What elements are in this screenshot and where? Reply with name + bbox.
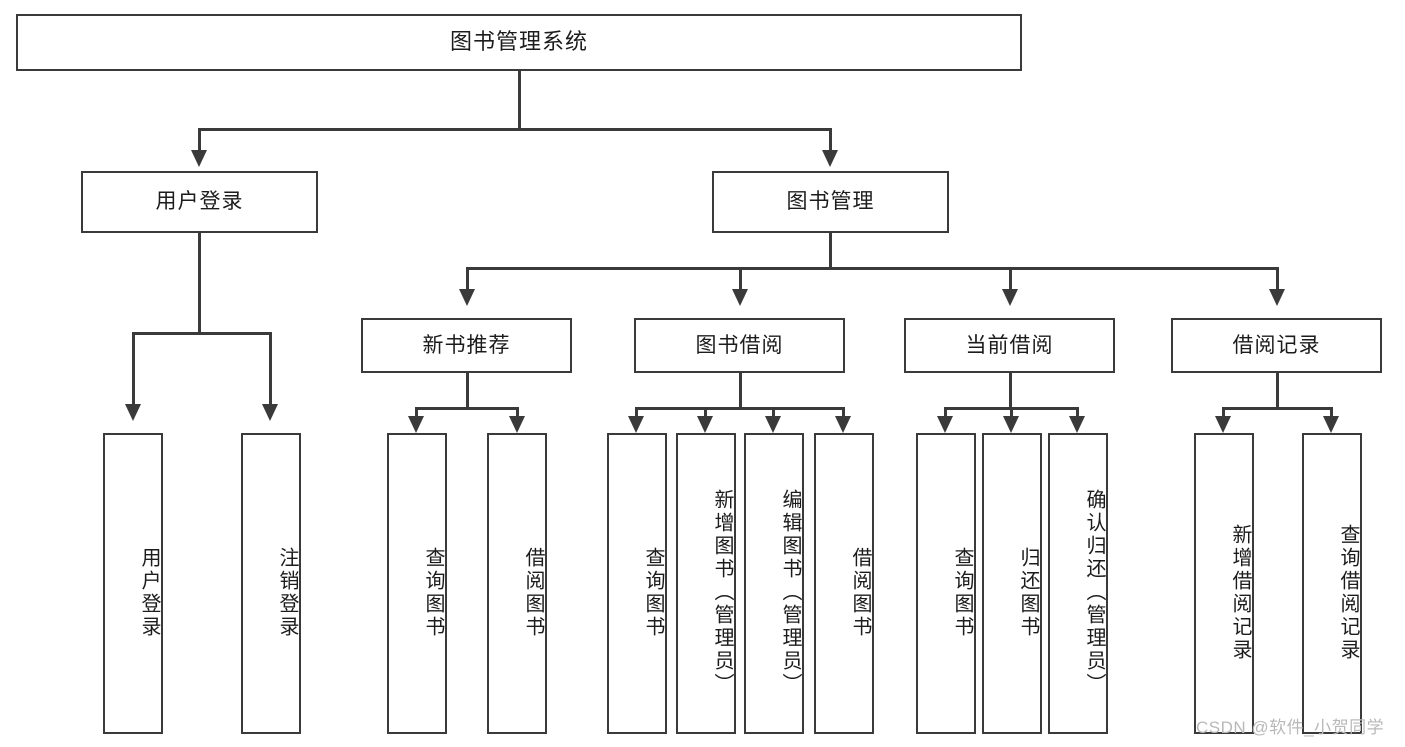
- connector-drop-leaf-3: [516, 407, 519, 419]
- leaf-label: 查询借阅记录: [1337, 523, 1359, 662]
- connector-drop-leaf-5: [704, 407, 707, 419]
- connector-drop-leaf-4: [635, 407, 638, 419]
- node-borrow-record[interactable]: 借阅记录: [1171, 318, 1382, 373]
- connector-book-borrow-bus: [635, 407, 844, 410]
- leaf-query-book-current[interactable]: 查询图书: [916, 433, 976, 734]
- leaf-label: 新增借阅记录: [1229, 523, 1251, 662]
- arrow-leaf-4: [628, 416, 644, 433]
- connector-drop-current-borrow: [1009, 267, 1012, 292]
- connector-book-borrow-stem: [739, 373, 742, 409]
- leaf-logout[interactable]: 注销登录: [241, 433, 301, 734]
- leaf-label: 查询图书: [951, 546, 973, 639]
- leaf-borrow-book-newbooks[interactable]: 借阅图书: [487, 433, 547, 734]
- connector-current-borrow-stem: [1009, 373, 1012, 409]
- leaf-label: 注销登录: [276, 546, 298, 639]
- arrow-leaf-11: [1215, 416, 1231, 433]
- leaf-label: 借阅图书: [522, 546, 544, 639]
- connector-drop-leaf-0: [132, 332, 135, 407]
- arrow-leaf-0: [125, 404, 141, 421]
- leaf-add-borrow-record[interactable]: 新增借阅记录: [1194, 433, 1254, 734]
- node-book-borrow[interactable]: 图书借阅: [634, 318, 845, 373]
- arrow-new-books: [459, 289, 475, 306]
- connector-user-login-stem: [198, 233, 201, 334]
- connector-drop-leaf-9: [1010, 407, 1013, 419]
- arrow-leaf-6: [765, 416, 781, 433]
- connector-drop-user-login: [198, 128, 201, 153]
- arrow-leaf-1: [262, 404, 278, 421]
- arrow-user-login: [191, 150, 207, 167]
- node-current-borrow[interactable]: 当前借阅: [904, 318, 1115, 373]
- connector-drop-book-borrow: [739, 267, 742, 292]
- connector-drop-leaf-1: [269, 332, 272, 407]
- connector-drop-new-books: [466, 267, 469, 292]
- leaf-query-borrow-record[interactable]: 查询借阅记录: [1302, 433, 1362, 734]
- arrow-leaf-9: [1003, 416, 1019, 433]
- connector-root-stem: [518, 71, 521, 130]
- node-new-book-recommend[interactable]: 新书推荐: [361, 318, 572, 373]
- connector-drop-leaf-12: [1330, 407, 1333, 419]
- leaf-label: 编辑图书（管理员）: [779, 489, 801, 696]
- arrow-leaf-10: [1069, 416, 1085, 433]
- connector-level2-bus: [198, 128, 831, 131]
- arrow-book-borrow: [732, 289, 748, 306]
- connector-new-books-stem: [466, 373, 469, 409]
- connector-drop-leaf-11: [1222, 407, 1225, 419]
- connector-user-login-bus: [132, 332, 271, 335]
- leaf-label: 查询图书: [422, 546, 444, 639]
- connector-drop-leaf-10: [1076, 407, 1079, 419]
- node-book-management[interactable]: 图书管理: [712, 171, 949, 233]
- connector-drop-leaf-7: [842, 407, 845, 419]
- arrow-leaf-5: [697, 416, 713, 433]
- connector-new-books-bus: [415, 407, 518, 410]
- connector-level3-bus: [466, 267, 1276, 270]
- leaf-user-login[interactable]: 用户登录: [103, 433, 163, 734]
- connector-book-mgmt-stem: [829, 233, 832, 269]
- leaf-label: 借阅图书: [849, 546, 871, 639]
- connector-drop-leaf-6: [772, 407, 775, 419]
- node-user-login[interactable]: 用户登录: [81, 171, 318, 233]
- connector-drop-borrow-record: [1276, 267, 1279, 292]
- leaf-query-book-newbooks[interactable]: 查询图书: [387, 433, 447, 734]
- leaf-query-book-borrow[interactable]: 查询图书: [607, 433, 667, 734]
- leaf-edit-book-admin[interactable]: 编辑图书（管理员）: [744, 433, 804, 734]
- arrow-leaf-12: [1323, 416, 1339, 433]
- arrow-leaf-8: [937, 416, 953, 433]
- arrow-leaf-3: [509, 416, 525, 433]
- connector-drop-leaf-2: [415, 407, 418, 419]
- arrow-borrow-record: [1269, 289, 1285, 306]
- connector-drop-book-mgmt: [829, 128, 832, 153]
- watermark-text: CSDN @软件_小贺同学: [1196, 718, 1385, 737]
- leaf-label: 新增图书（管理员）: [711, 489, 733, 696]
- node-root-system[interactable]: 图书管理系统: [16, 14, 1022, 71]
- arrow-current-borrow: [1002, 289, 1018, 306]
- arrow-book-mgmt: [822, 150, 838, 167]
- leaf-return-book[interactable]: 归还图书: [982, 433, 1042, 734]
- leaf-add-book-admin[interactable]: 新增图书（管理员）: [676, 433, 736, 734]
- arrow-leaf-2: [408, 416, 424, 433]
- leaf-label: 用户登录: [138, 546, 160, 639]
- leaf-borrow-book[interactable]: 借阅图书: [814, 433, 874, 734]
- leaf-confirm-return-admin[interactable]: 确认归还（管理员）: [1048, 433, 1108, 734]
- connector-borrow-record-stem: [1276, 373, 1279, 409]
- arrow-leaf-7: [835, 416, 851, 433]
- leaf-label: 查询图书: [642, 546, 664, 639]
- leaf-label: 归还图书: [1017, 546, 1039, 639]
- leaf-label: 确认归还（管理员）: [1083, 489, 1105, 696]
- connector-borrow-record-bus: [1222, 407, 1332, 410]
- connector-drop-leaf-8: [944, 407, 947, 419]
